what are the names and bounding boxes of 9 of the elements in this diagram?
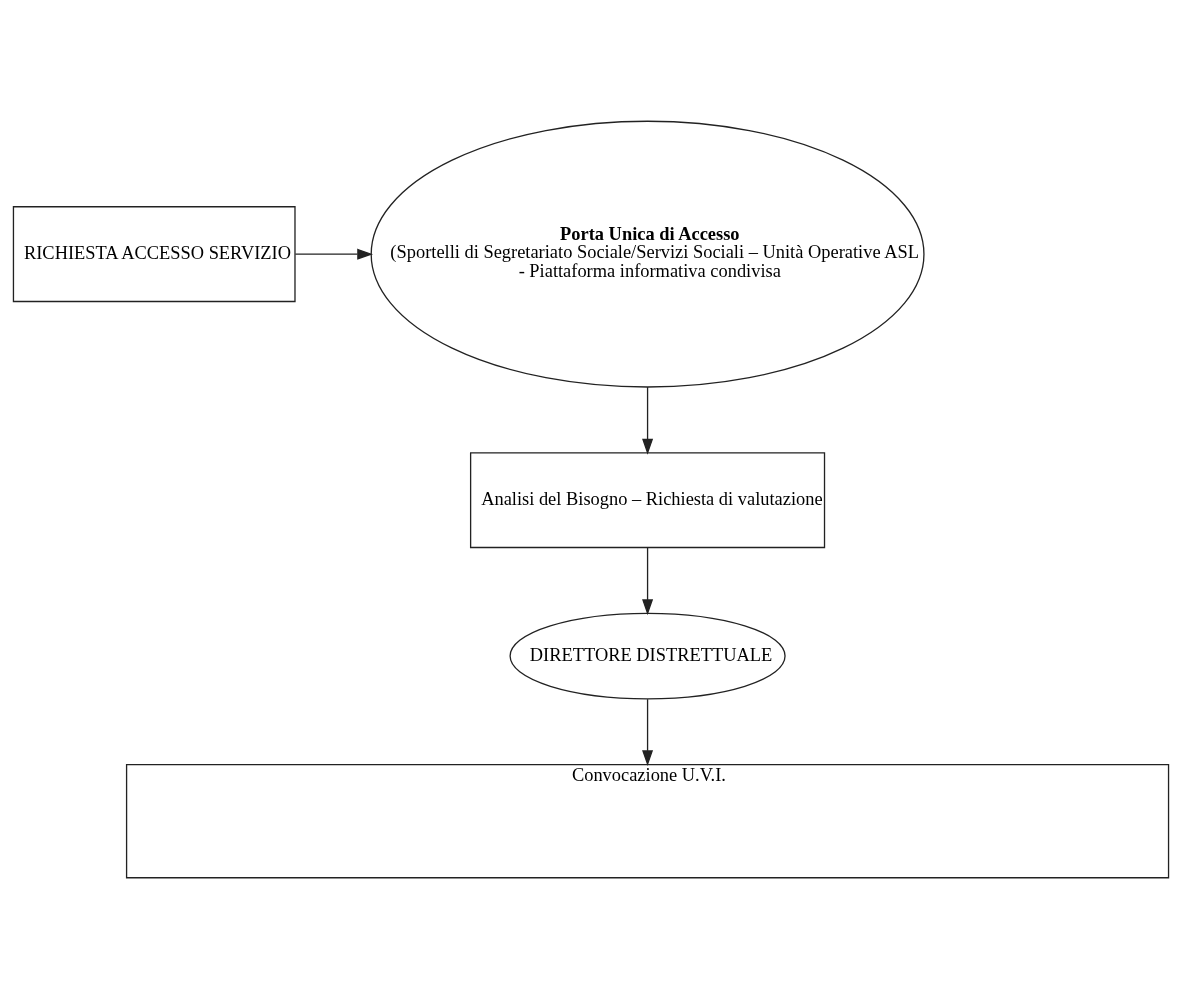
node-ellipse: Porta Unica di Accesso (Sportelli di Segretariato Sociale/Servizi Sociali – Unità Operative ASL - Piattaforma informativa condivisa [370,120,925,388]
arrow [642,385,654,455]
arrow [294,248,374,260]
node-ellipse: DIRETTORE DISTRETTUALE [509,612,786,699]
node-box: RICHIESTA ACCESSO SERVIZIO [12,205,296,302]
node-box: Analisi del Bisogno – Richiesta di valutazione [469,451,826,548]
arrow [642,698,654,766]
arrow [642,546,654,615]
node-box: Convocazione U.V.I. [125,763,1170,878]
